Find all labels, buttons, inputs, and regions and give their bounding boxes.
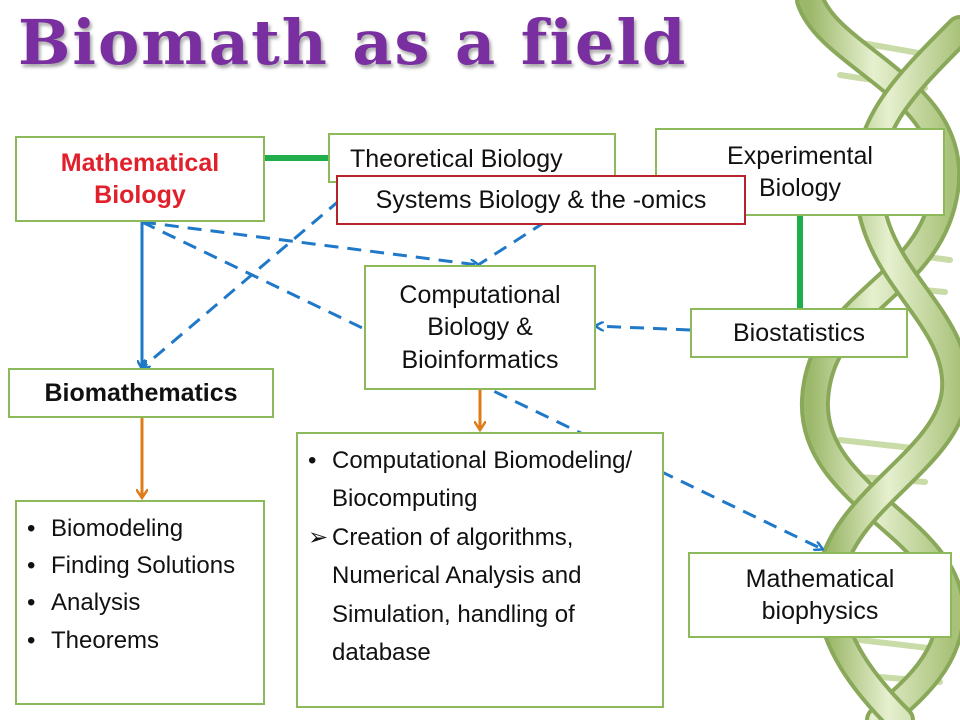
node-label: Mathematical Biology (60, 148, 220, 210)
list-item: •Computational Biomodeling/ Biocomputing (308, 442, 656, 519)
node-theoretical-biology: Theoretical Biology (328, 133, 616, 183)
bullet-icon: • (27, 626, 36, 654)
node-label: Experimental Biology (727, 141, 873, 203)
node-systems-biology: Systems Biology & the -omics (336, 175, 746, 225)
bullet-icon: • (27, 515, 36, 542)
bullet-icon: • (27, 552, 36, 580)
list-item: ➢Creation of algorithms, Numerical Analy… (308, 519, 656, 673)
arrow-mathbio-compbio (141, 220, 478, 265)
node-biostatistics: Biostatistics (690, 308, 908, 358)
arrow-systems-biomathematics (142, 198, 341, 368)
slide-title: Biomath as a field (18, 6, 688, 79)
arrow-biostats-compbio (596, 326, 691, 332)
bullet-icon: • (308, 447, 317, 474)
node-mathematical-biophysics: Mathematical biophysics (688, 552, 952, 638)
list-item: •Analysis (27, 584, 257, 621)
biomathematics-list: •Biomodeling •Finding Solutions •Analysi… (15, 500, 265, 705)
list-item: •Biomodeling (27, 510, 257, 547)
node-label: Theoretical Biology (350, 145, 563, 173)
node-mathematical-biology: Mathematical Biology (15, 136, 265, 222)
list-item: •Theorems (27, 622, 257, 659)
node-label: Biomathematics (44, 378, 238, 407)
arrow-bullet-icon: ➢ (308, 523, 329, 551)
node-label: Biostatistics (733, 318, 865, 347)
computational-list: •Computational Biomodeling/ Biocomputing… (296, 432, 664, 708)
bullet-icon: • (27, 589, 36, 617)
node-label: Mathematical biophysics (745, 564, 895, 626)
node-label: Systems Biology & the -omics (375, 185, 707, 214)
node-biomathematics: Biomathematics (8, 368, 274, 418)
arrow-systems-compbio (477, 220, 546, 267)
node-computational-biology: Computational Biology & Bioinformatics (364, 265, 596, 390)
list-item: •Finding Solutions (27, 547, 257, 584)
node-label: Computational Biology & Bioinformatics (399, 280, 561, 374)
node-experimental-biology: Experimental Biology (655, 128, 945, 216)
